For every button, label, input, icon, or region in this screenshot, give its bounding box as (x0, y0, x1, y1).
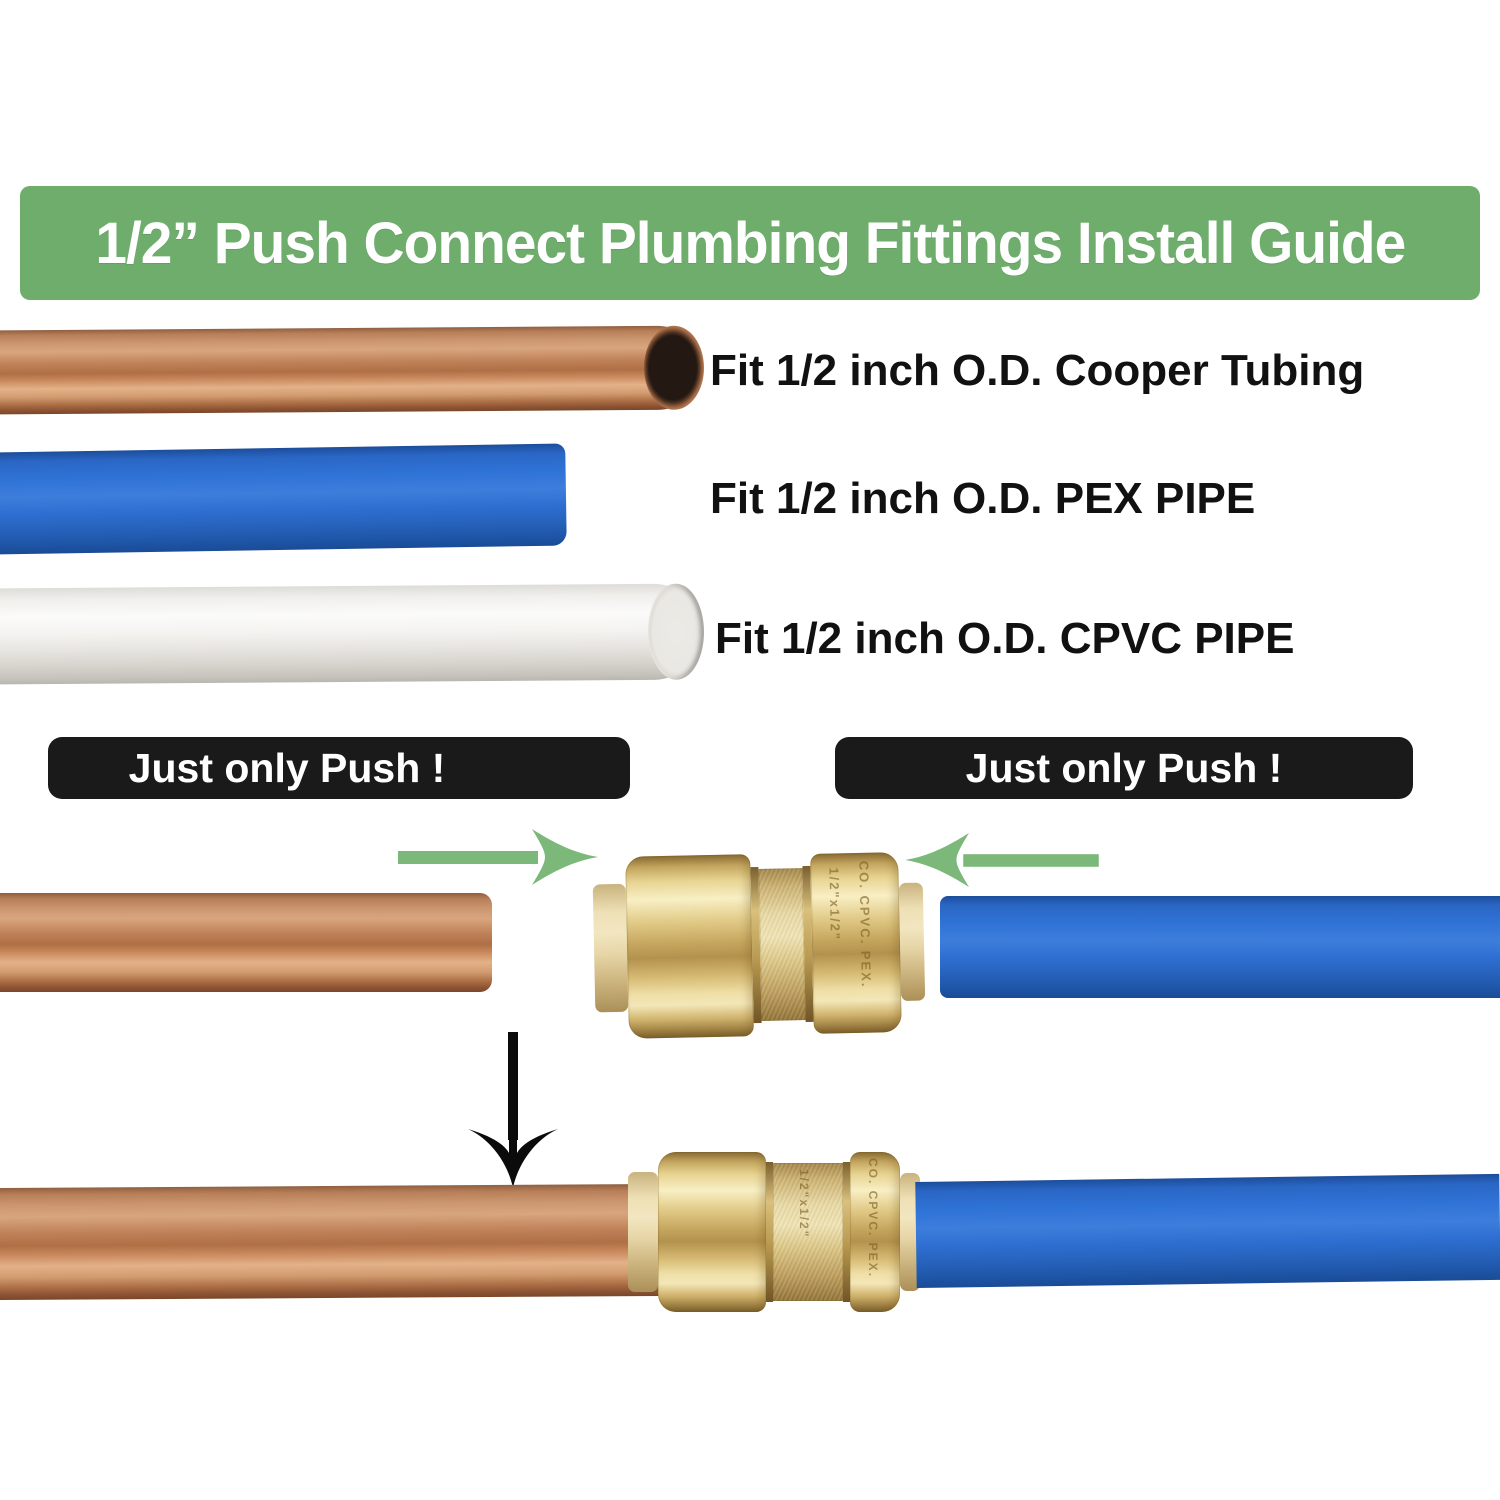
push-banner-left-text: Just only Push ! (128, 744, 446, 791)
push-arrow-right-icon (398, 829, 598, 885)
push-arrow-left-icon (905, 832, 1099, 888)
fitting-collar-right (900, 1173, 920, 1291)
cpvc-pipe-label: Fit 1/2 inch O.D. CPVC PIPE (715, 614, 1295, 663)
push-banner-left: Just only Push ! (48, 737, 630, 799)
fitting-groove (843, 1162, 850, 1302)
push-fitting-coupling: 1/2"x1/2" CO. CPVC. PEX. (592, 842, 926, 1049)
fitting-marking: CO. CPVC. PEX. (856, 860, 874, 989)
fitting-groove (766, 1162, 773, 1302)
push-banner-right: Just only Push ! (835, 737, 1413, 799)
fitting-size-marking: 1/2"x1/2" (797, 1169, 811, 1239)
fitting-marking: CO. CPVC. PEX. (866, 1158, 880, 1279)
pex-pipe-label: Fit 1/2 inch O.D. PEX PIPE (710, 474, 1256, 523)
cpvc-pipe-end (647, 583, 705, 680)
fitting-cap-left (625, 854, 754, 1039)
pex-pipe-middle (940, 896, 1500, 998)
cpvc-pipe-photo (0, 583, 705, 685)
down-arrow-icon (468, 1032, 558, 1188)
page-title: 1/2” Push Connect Plumbing Fittings Inst… (95, 210, 1406, 276)
fitting-collar-right (898, 882, 926, 1002)
copper-pipe-middle (0, 893, 492, 992)
copper-tubing-label: Fit 1/2 inch O.D. Cooper Tubing (710, 346, 1365, 395)
fitting-body: 1/2"x1/2" (773, 1163, 843, 1301)
push-banner-right-text: Just only Push ! (965, 744, 1283, 791)
fitting-cap-right: 1/2"x1/2" CO. CPVC. PEX. (810, 852, 902, 1034)
pex-pipe-photo (0, 443, 567, 555)
copper-tube-open-end (643, 325, 705, 410)
copper-tube-photo (0, 325, 705, 415)
fitting-collar-left (592, 883, 629, 1013)
fitting-collar-left (628, 1172, 658, 1292)
fitting-cap-left (658, 1152, 766, 1312)
fitting-size-marking: 1/2"x1/2" (826, 867, 843, 942)
pex-pipe-bottom (915, 1173, 1500, 1288)
title-banner: 1/2” Push Connect Plumbing Fittings Inst… (20, 186, 1480, 300)
fitting-cap-right: CO. CPVC. PEX. (850, 1152, 900, 1312)
push-fitting-assembled: 1/2"x1/2" CO. CPVC. PEX. (628, 1150, 920, 1314)
fitting-body (758, 868, 806, 1021)
copper-pipe-bottom (0, 1183, 661, 1301)
